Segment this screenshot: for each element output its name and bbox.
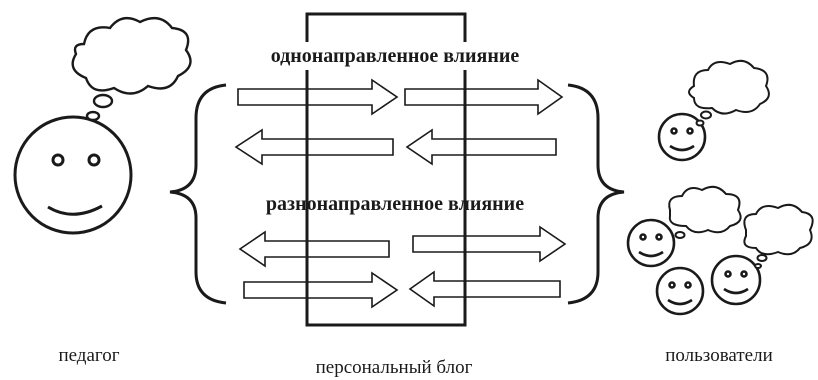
blog-label: персональный блог [316,357,473,378]
user-smiley-icon [657,112,707,162]
user-smiley-icon [655,266,705,316]
left-brace-icon [169,83,227,305]
teacher-smiley-icon [13,115,133,235]
arrow-right [237,78,399,116]
arrow-right [243,271,399,309]
blog-frame-lines [305,80,467,300]
one-way-influence-label: однонаправленное влияние [271,45,520,67]
teacher-label: педагог [58,345,119,366]
user-smiley-icon [710,254,762,306]
arrow-left [405,128,557,166]
arrow-right [404,78,564,116]
user-thought-bubble-icon [668,185,742,239]
arrow-left [238,230,390,268]
multi-way-influence-label: разнонаправленное влияние [266,193,524,215]
arrow-left [234,128,394,166]
arrow-left [408,270,561,308]
arrow-right [412,225,567,263]
user-thought-bubble-icon [688,59,770,127]
right-brace-icon [567,83,625,305]
users-label: пользователи [665,345,773,366]
user-smiley-icon [626,218,676,268]
user-thought-bubble-icon [743,203,814,269]
teacher-thought-bubble-icon [71,16,192,122]
